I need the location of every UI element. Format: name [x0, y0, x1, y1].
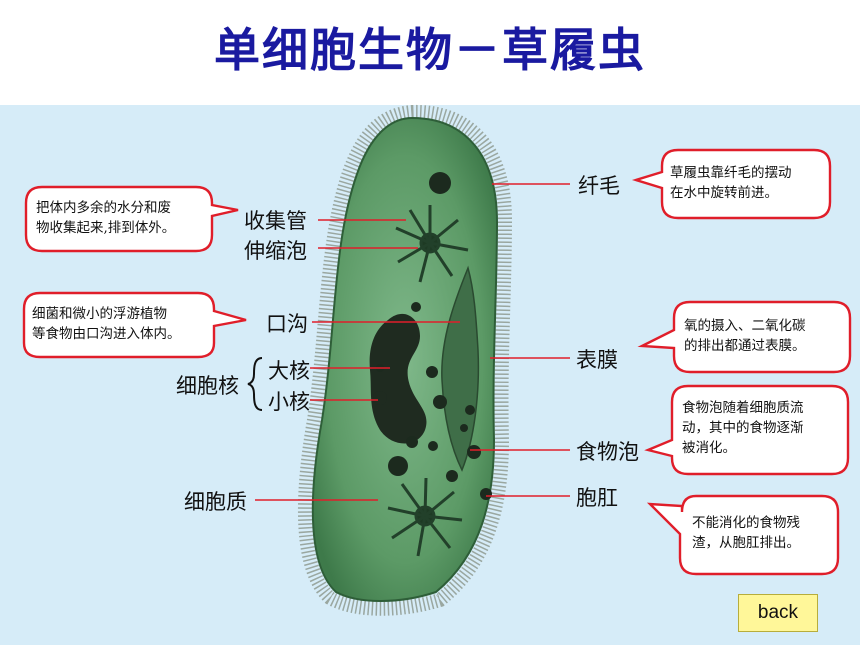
callout-digestion-line: 动，其中的食物逐渐	[682, 420, 804, 436]
callout-bubbles	[22, 148, 852, 576]
callout-digestion-line: 被消化。	[682, 440, 736, 456]
callout-feeding-line: 细菌和微小的浮游植物	[32, 306, 167, 322]
micronucleus	[373, 391, 387, 405]
callout-feeding-bubble	[22, 291, 247, 359]
callout-cilia-line: 草履虫靠纤毛的摆动	[670, 165, 792, 181]
label-pellicle: 表膜	[576, 348, 618, 372]
callout-digestion: 食物泡随着细胞质流 动，其中的食物逐渐 被消化。	[682, 398, 804, 458]
label-food-vacuole: 食物泡	[576, 440, 639, 464]
callout-digestion-bubble	[644, 384, 850, 476]
callout-egestion-bubble	[646, 494, 840, 576]
contractile-vacuole-bottom	[387, 477, 463, 557]
label-contractile-vacuole: 伸缩泡	[244, 239, 307, 263]
callout-respiration-line: 氧的摄入、二氧化碳	[684, 318, 806, 334]
callout-respiration-bubble	[637, 300, 852, 374]
callout-excretion-bubble	[24, 185, 239, 253]
label-anal-pore: 胞肛	[576, 486, 618, 510]
callout-excretion-line: 把体内多余的水分和废	[36, 200, 171, 216]
callout-egestion-line: 不能消化的食物残	[692, 515, 800, 531]
label-cytoplasm: 细胞质	[184, 490, 247, 514]
callout-egestion: 不能消化的食物残 渣，从胞肛排出。	[692, 513, 800, 553]
callout-cilia: 草履虫靠纤毛的摆动 在水中旋转前进。	[670, 163, 792, 203]
callout-excretion-line: 物收集起来,排到体外。	[36, 220, 176, 236]
callout-digestion-line: 食物泡随着细胞质流	[682, 400, 804, 416]
nucleus-brace	[247, 357, 263, 411]
label-cilia: 纤毛	[578, 174, 620, 198]
cilia-fringe	[297, 104, 513, 616]
callout-cilia-bubble	[631, 148, 832, 220]
macronucleus	[369, 313, 427, 444]
callout-feeding-line: 等食物由口沟进入体内。	[32, 326, 181, 342]
callout-respiration: 氧的摄入、二氧化碳 的排出都通过表膜。	[684, 316, 806, 356]
label-oral-groove: 口沟	[266, 312, 308, 336]
callout-cilia-line: 在水中旋转前进。	[670, 185, 778, 201]
oral-groove	[441, 265, 480, 472]
callout-egestion-line: 渣，从胞肛排出。	[692, 535, 800, 551]
label-nucleus: 细胞核	[176, 374, 239, 398]
back-button[interactable]: back	[738, 594, 818, 632]
page-title: 单细胞生物－草履虫	[214, 23, 646, 77]
callout-excretion: 把体内多余的水分和废 物收集起来,排到体外。	[36, 198, 175, 238]
callout-respiration-line: 的排出都通过表膜。	[684, 338, 806, 354]
callout-feeding: 细菌和微小的浮游植物 等食物由口沟进入体内。	[32, 304, 181, 344]
food-vacuoles	[376, 172, 492, 500]
contractile-vacuole-top	[395, 205, 469, 283]
label-macronucleus: 大核	[268, 359, 310, 383]
label-collecting-duct: 收集管	[244, 209, 307, 233]
label-lines	[255, 183, 570, 501]
label-micronucleus: 小核	[268, 390, 310, 414]
